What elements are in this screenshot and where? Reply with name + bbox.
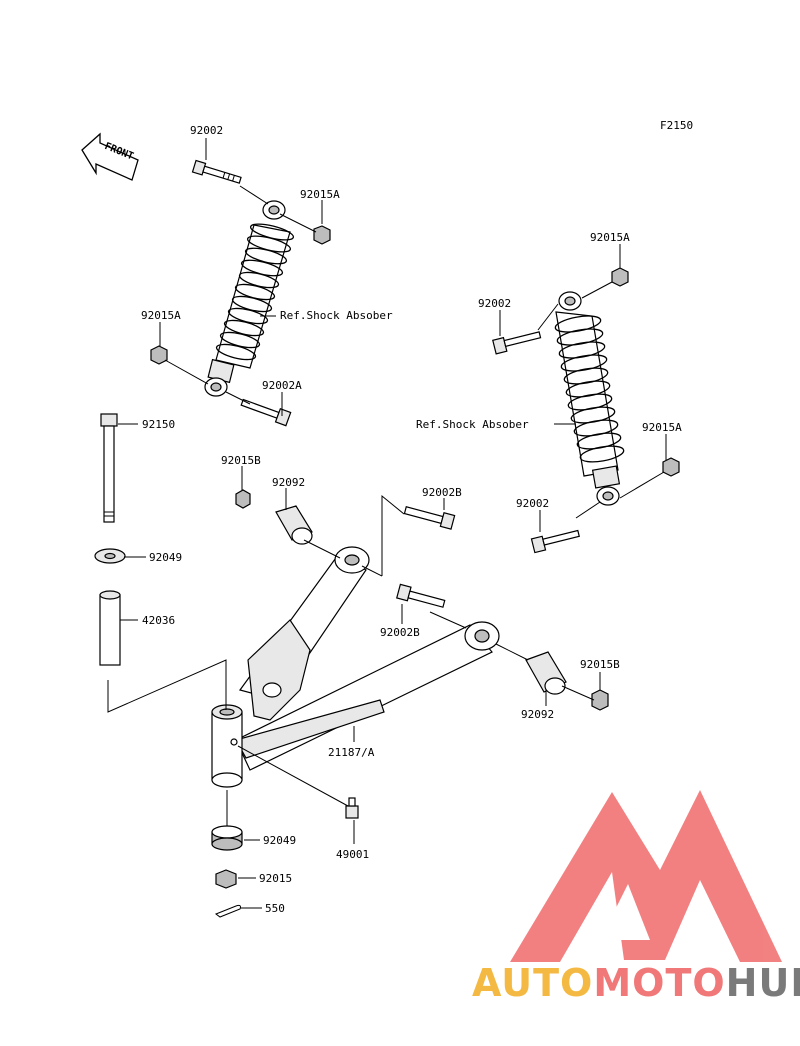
- automotohub-logo-icon: [510, 790, 782, 962]
- right-shock-absorber: [554, 291, 625, 506]
- watermark-text: AUTOMOTOHUB: [472, 961, 800, 1005]
- nut-left-mid: [150, 345, 168, 365]
- label-bushing-lower: 92092: [521, 708, 554, 721]
- nut-upper-right: [611, 267, 629, 287]
- automotohub-logo: AUTOMOTOHUB: [472, 790, 800, 1005]
- label-pivot-bolt: 92150: [142, 418, 175, 431]
- bolt-left-lower: [240, 398, 292, 427]
- bolt-b-lower: [396, 583, 446, 608]
- seal-lower: [211, 825, 243, 851]
- bolt-right-lower: [530, 529, 580, 554]
- bolt-b-upper: [403, 506, 456, 530]
- label-arm: 21187/A: [328, 746, 375, 759]
- nut-upper-left: [313, 225, 331, 245]
- nut-b-right: [591, 689, 609, 711]
- watermark-moto: MOTO: [593, 961, 725, 1005]
- nut-lower: [215, 869, 237, 889]
- label-nut-upper-left: 92015A: [300, 188, 340, 201]
- label-nut-upper-right: 92015A: [590, 231, 630, 244]
- bolt-upper-right: [492, 331, 542, 355]
- leader-lines: [107, 138, 667, 909]
- front-arrow-icon: FRONT: [81, 132, 139, 181]
- left-shock-absorber: [191, 159, 295, 397]
- bushing-lower: [525, 651, 567, 695]
- label-nut-lower: 92015: [259, 872, 292, 885]
- label-bolt-b-upper: 92002B: [422, 486, 462, 499]
- watermark-auto: AUTO: [472, 961, 593, 1005]
- diagram-code: F2150: [660, 119, 693, 132]
- label-cotter-pin: 550: [265, 902, 285, 915]
- collar: [99, 590, 121, 666]
- part-labels: 92002 92015A Ref.Shock Absober 92015A 92…: [141, 124, 682, 915]
- label-bolt-left-lower: 92002A: [262, 379, 302, 392]
- bushing-upper: [275, 505, 313, 545]
- label-nut-small-left: 92015B: [221, 454, 261, 467]
- label-bolt-upper-right: 92002: [478, 297, 511, 310]
- label-bolt-b-lower: 92002B: [380, 626, 420, 639]
- watermark-hub: HUB: [726, 961, 800, 1005]
- nut-small-left: [235, 489, 251, 509]
- label-nut-left-mid: 92015A: [141, 309, 181, 322]
- grease-nipple: [345, 797, 359, 819]
- label-collar: 42036: [142, 614, 175, 627]
- cotter-pin: [214, 904, 241, 918]
- label-seal-lower: 92049: [263, 834, 296, 847]
- label-bushing-upper: 92092: [272, 476, 305, 489]
- label-nut-right-mid: 92015A: [642, 421, 682, 434]
- a-arm: [211, 546, 500, 788]
- label-bolt-upper-left: 92002: [190, 124, 223, 137]
- label-washer-upper: 92049: [149, 551, 182, 564]
- label-shock-right-ref: Ref.Shock Absober: [416, 418, 529, 431]
- bolt-upper-left: [191, 159, 242, 184]
- label-shock-left-ref: Ref.Shock Absober: [280, 309, 393, 322]
- label-nut-b-right: 92015B: [580, 658, 620, 671]
- label-grease-nipple: 49001: [336, 848, 369, 861]
- nut-right-mid: [662, 457, 680, 477]
- label-bolt-right-lower: 92002: [516, 497, 549, 510]
- pivot-bolt: [100, 413, 118, 523]
